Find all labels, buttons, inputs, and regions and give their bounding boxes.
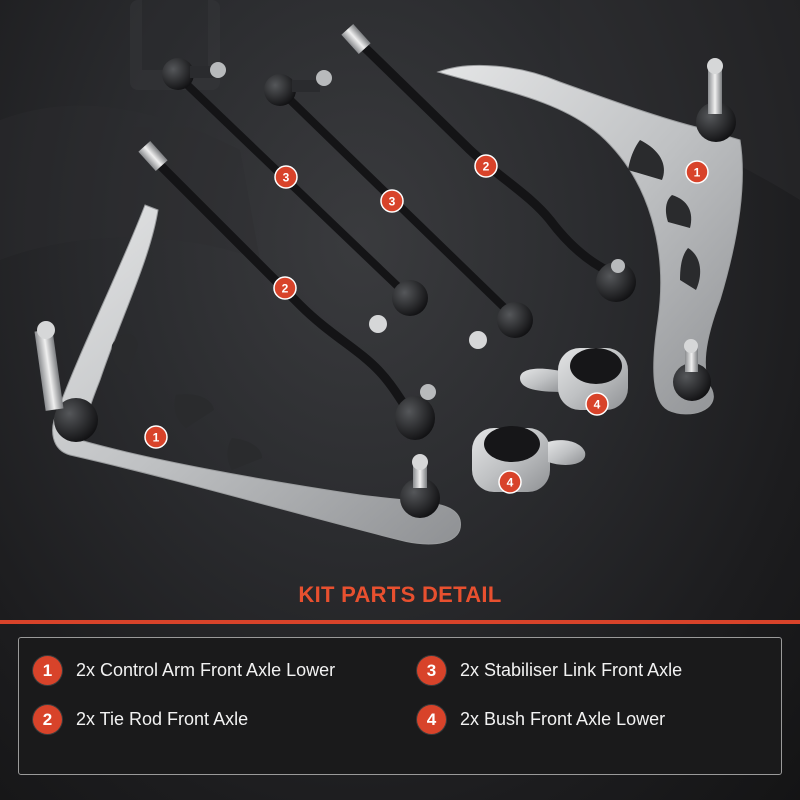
bush-upper xyxy=(520,348,628,410)
kit-item-number: 4 xyxy=(417,705,446,734)
svg-text:4: 4 xyxy=(594,398,601,412)
kit-item-number: 2 xyxy=(33,705,62,734)
svg-text:4: 4 xyxy=(507,476,514,490)
photo-badge-3a: 3 xyxy=(274,165,298,189)
kit-item-label: 2x Stabiliser Link Front Axle xyxy=(460,660,683,680)
svg-text:2: 2 xyxy=(483,160,490,174)
kit-item-number: 3 xyxy=(417,656,446,685)
kit-item-label: 2x Control Arm Front Axle Lower xyxy=(76,660,336,680)
control-arm-left xyxy=(34,204,461,545)
tie-rod-left xyxy=(138,140,436,440)
photo-badge-3b: 3 xyxy=(380,189,404,213)
kit-item-3: 3 2x Stabiliser Link Front Axle xyxy=(417,656,682,685)
stabiliser-link-left xyxy=(162,58,428,333)
bush-lower xyxy=(472,426,586,492)
title-divider xyxy=(0,620,800,624)
kit-item-2: 2 2x Tie Rod Front Axle xyxy=(33,705,248,734)
svg-text:3: 3 xyxy=(283,171,290,185)
kit-item-label: 2x Tie Rod Front Axle xyxy=(76,709,249,729)
kit-item-label: 2x Bush Front Axle Lower xyxy=(460,709,666,729)
svg-text:2: 2 xyxy=(282,282,289,296)
kit-item-1: 1 2x Control Arm Front Axle Lower xyxy=(33,656,335,685)
svg-text:1: 1 xyxy=(153,431,160,445)
parts-photo: 1 1 2 2 3 3 4 4 xyxy=(0,0,800,545)
svg-text:1: 1 xyxy=(694,166,701,180)
kit-parts-panel: 1 2x Control Arm Front Axle Lower 3 2x S… xyxy=(18,637,782,775)
photo-badge-4a: 4 xyxy=(585,392,609,416)
background-strut xyxy=(0,0,800,260)
photo-badge-2a: 2 xyxy=(474,154,498,178)
kit-item-4: 4 2x Bush Front Axle Lower xyxy=(417,705,665,734)
photo-badge-4b: 4 xyxy=(498,470,522,494)
photo-badge-2b: 2 xyxy=(273,276,297,300)
kit-item-number: 1 xyxy=(33,656,62,685)
photo-badge-1b: 1 xyxy=(144,425,168,449)
control-arm-right xyxy=(436,58,743,415)
photo-badge-1a: 1 xyxy=(685,160,709,184)
svg-text:3: 3 xyxy=(389,195,396,209)
kit-title: KIT PARTS DETAIL xyxy=(298,582,502,607)
